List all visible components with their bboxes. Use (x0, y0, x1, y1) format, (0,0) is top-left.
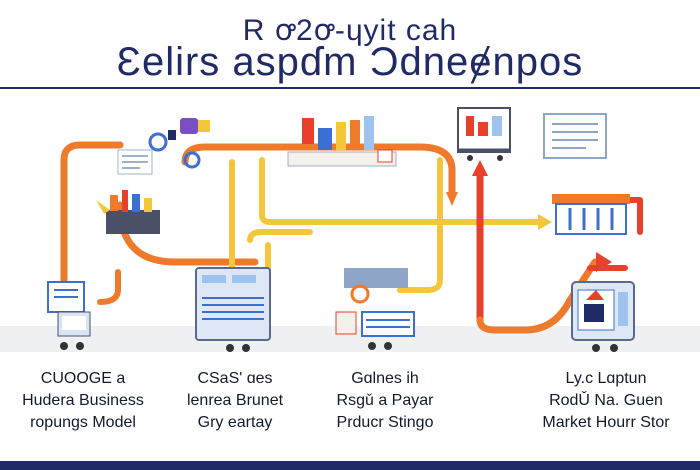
caption-1-line-1: CUOOGE a (40, 370, 126, 387)
pipe-yellow-mid (259, 157, 543, 225)
bottom-bar (0, 461, 700, 470)
flow-pipes (60, 141, 643, 334)
caption-1: CUOOGE a Hudera Business ropungs Model (8, 368, 158, 434)
arrowhead-up (472, 160, 488, 176)
caption-4-line-3: Market Hourr Stor (542, 414, 670, 431)
arrowhead-right (538, 214, 552, 230)
pipe-yellow-right (397, 157, 443, 293)
arrowheads (446, 160, 612, 272)
document-panel-icon (543, 113, 607, 159)
pipe-yellow-loop (247, 229, 313, 243)
arrowhead-red-right (596, 252, 612, 272)
caption-4-line-1: Ly.c Lɑptun (565, 370, 647, 387)
pipe-red-return (476, 258, 599, 334)
pipe-orange-stub (97, 269, 121, 305)
caption-3: Gɑlnes ih Rsgǔ a Payar Prducr Stingo (310, 368, 460, 434)
title-divider (0, 87, 700, 89)
craft-workbench-icon (287, 116, 397, 167)
caption-4: Ly.c Lɑptun RodǓ Na. Guen Market Hourr S… (520, 368, 692, 434)
analytics-machine-icon (335, 268, 415, 350)
building-icon (552, 194, 630, 235)
caption-4-line-2: RodǓ Na. Guen (549, 392, 663, 409)
shopping-cart-icon (457, 107, 511, 161)
caption-2-line-2: lenrea Brunet (186, 392, 284, 409)
pipe-red-right (627, 197, 643, 235)
caption-2-line-3: Gry eartay (197, 414, 273, 431)
caption-3-line-3: Prducr Stingo (336, 414, 434, 431)
lab-flasks-icon (148, 118, 210, 169)
caption-1-line-3: ropungs Model (30, 414, 136, 431)
title-line-2: Ɛelirs aspɗm Ɔdneɇnpos (116, 40, 584, 84)
caption-2-line-1: CSaS' ɑes (197, 370, 273, 387)
document-small-icon (117, 149, 153, 175)
caption-3-line-2: Rsgǔ a Payar (336, 392, 434, 409)
title-line-1: R ꝍ2ꝍ-ɥyit cah (242, 14, 458, 47)
caption-3-line-1: Gɑlnes ih (351, 370, 419, 387)
tablet-device-icon (571, 281, 635, 352)
pipe-orange-left (60, 141, 124, 284)
caption-2: CSaS' ɑes lenrea Brunet Gry eartay (160, 368, 310, 434)
document-terminal-icon (47, 281, 91, 350)
caption-1-line-2: Hudera Business (22, 392, 144, 409)
server-unit-icon (195, 267, 271, 352)
toolbox-icon (96, 190, 160, 234)
arrowhead-down (446, 192, 458, 206)
